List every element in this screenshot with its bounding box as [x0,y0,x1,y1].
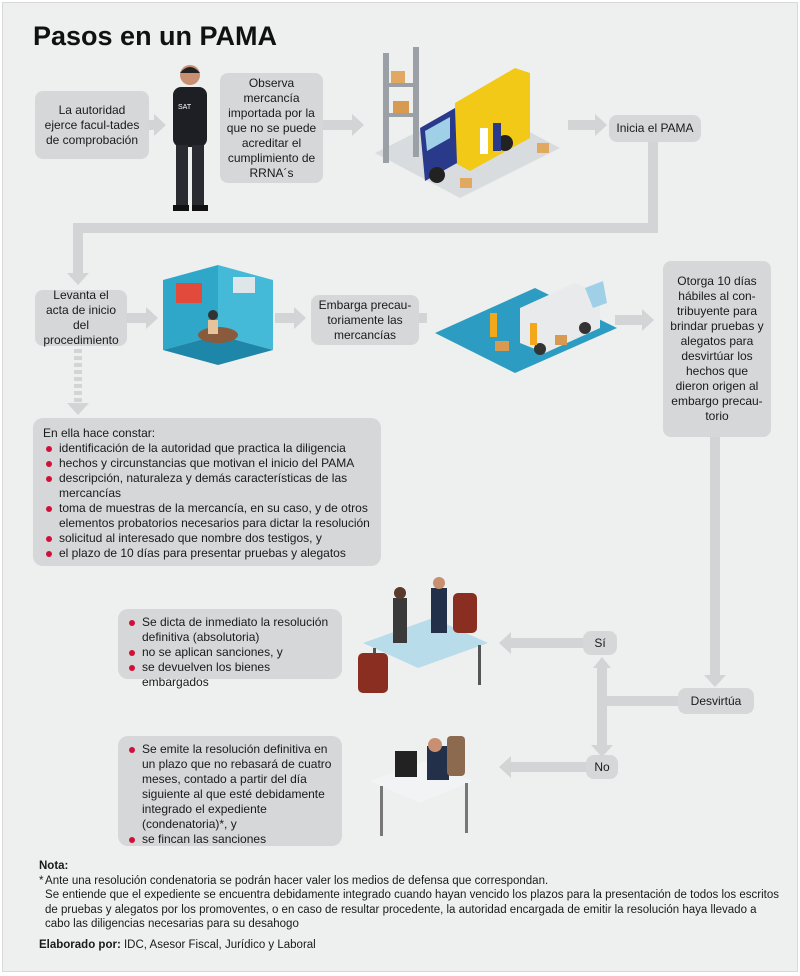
step-observa: Observa mercancía importada por la que n… [220,73,323,183]
result-condenatoria: Se emite la resolución definitiva en un … [118,736,342,846]
footnote: Nota: * Ante una resolución condenatoria… [39,859,779,952]
arrow-right-icon [146,307,158,329]
arrow-down-icon [704,675,726,687]
note-label: Nota: [39,860,69,872]
list-item: no se aplican sanciones, y [126,645,334,660]
arrow-left-icon [499,756,511,778]
connector [615,315,643,325]
arrow-right-icon [642,309,654,331]
connector [419,313,427,323]
connector [73,223,658,233]
desk-illustration [370,736,473,836]
note-star: * [39,874,44,887]
truck-illustration [375,47,560,198]
connector [648,142,658,233]
connector [149,120,155,130]
step-otorga-plazo: Otorga 10 días hábiles al con-tribuyente… [663,261,771,437]
svg-text:SAT: SAT [178,104,192,111]
list-item: el plazo de 10 días para presentar prueb… [43,546,371,561]
list-item: descripción, naturaleza y demás caracter… [43,471,371,501]
list-item: Se dicta de inmediato la resolución defi… [126,615,334,645]
list-item: se fincan las sanciones [126,832,334,847]
step-levanta-acta: Levanta el acta de inicio del procedimie… [35,288,127,347]
list-item: se devuelven los bienes embargados [126,660,334,690]
dotted-connector [74,349,82,404]
list-item: toma de muestras de la mercancía, en su … [43,501,371,531]
acta-contents: En ella hace constar: identificación de … [33,418,381,566]
result-absolutoria: Se dicta de inmediato la resolución defi… [118,609,342,689]
note-line: Ante una resolución condenatoria se podr… [45,874,549,887]
decision-desvirtua: Desvirtúa [678,688,754,714]
branch-si: Sí [583,631,617,655]
connector [275,313,295,323]
connector [710,437,720,677]
connector [597,667,607,747]
arrow-right-icon [595,114,607,136]
list-item: hechos y circunstancias que motivan el i… [43,456,371,471]
connector [511,638,583,648]
connector [568,120,596,130]
connector [603,696,678,706]
connector [73,223,83,275]
step-authority: La autoridad ejerce facul-tades de compr… [35,91,149,159]
step-inicia-pama: Inicia el PAMA [609,115,701,142]
acta-heading: En ella hace constar: [43,426,156,440]
page-title: Pasos en un PAMA [33,21,278,51]
arrow-right-icon [294,307,306,329]
seizure-illustration [435,281,617,373]
officer-illustration: SAT [173,65,208,211]
arrow-left-icon [499,632,511,654]
arrow-right-icon [154,114,166,136]
meeting-illustration [358,577,488,693]
connector [323,120,353,130]
note-line: Se entiende que el expediente se encuent… [45,889,779,930]
credit-label: Elaborado por: [39,938,121,951]
office-illustration [163,265,273,365]
credit: IDC, Asesor Fiscal, Jurídico y Laboral [123,938,316,951]
arrow-up-icon [593,657,611,668]
branch-no: No [586,755,618,779]
list-item: identificación de la autoridad que pract… [43,441,371,456]
list-item: solicitud al interesado que nombre dos t… [43,531,371,546]
arrow-down-icon [591,745,613,757]
arrow-down-icon [67,403,89,415]
connector [511,762,586,772]
list-item: Se emite la resolución definitiva en un … [126,742,334,832]
connector [127,313,147,323]
arrow-down-icon [67,273,89,285]
arrow-right-icon [352,114,364,136]
step-embarga: Embarga precau-toriamente las mercancías [311,295,419,345]
